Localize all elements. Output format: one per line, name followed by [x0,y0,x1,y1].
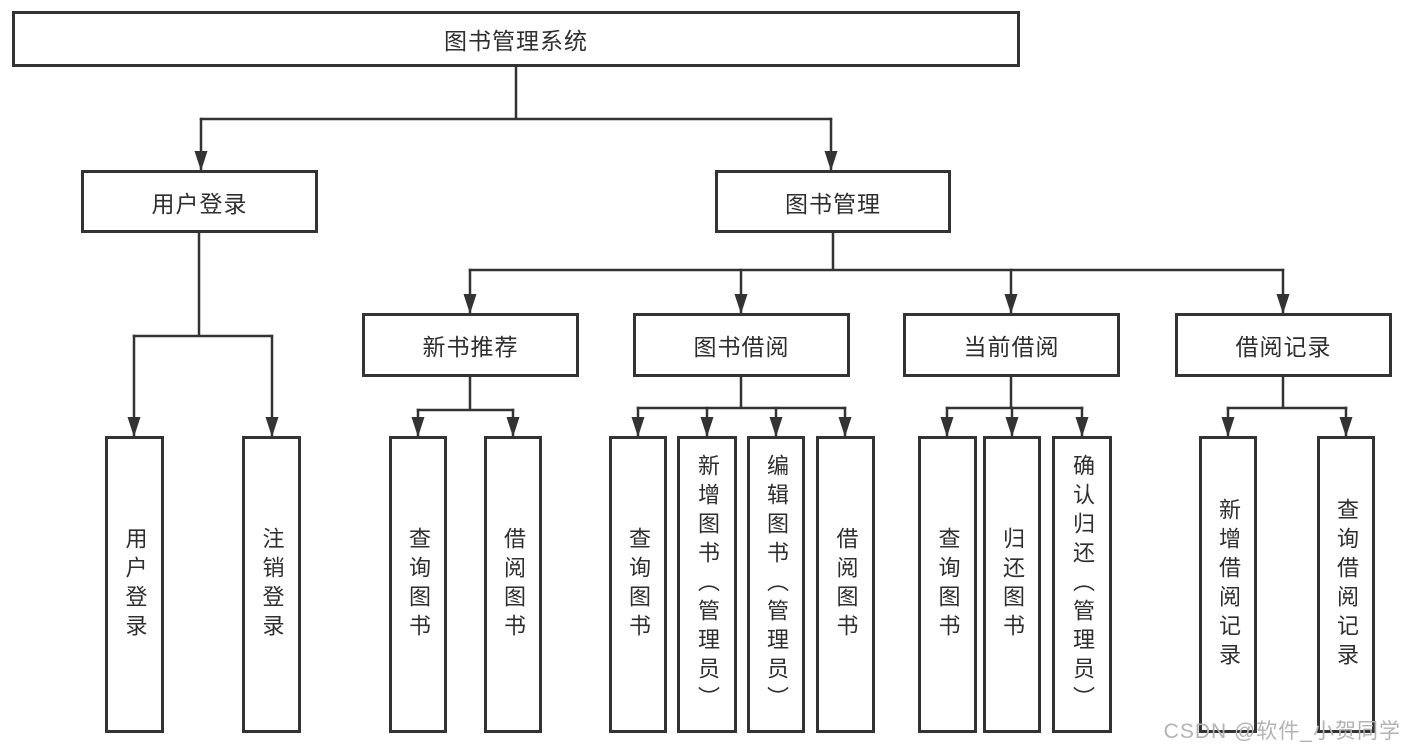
connector-book-manage [468,231,1285,272]
leaf-borrow-book: 借阅图书 [816,436,875,733]
leaf-label: 新增图书（管理员） [695,454,720,715]
node-borrow-record: 借阅记录 [1175,313,1392,377]
connector-root [199,65,833,121]
leaf-query-book-borrow: 查询图书 [609,436,667,733]
leaf-label: 借阅图书 [833,526,859,643]
leaf-add-book-admin: 新增图书（管理员） [677,436,737,733]
leaf-label: 用户登录 [122,526,148,643]
leaf-label: 借阅图书 [501,526,526,643]
leaf-query-borrow-record: 查询借阅记录 [1317,436,1375,733]
leaf-add-borrow-record: 新增借阅记录 [1199,436,1257,733]
node-label: 用户登录 [151,190,248,217]
leaf-label: 查询图书 [935,526,961,643]
node-book-borrow: 图书借阅 [633,313,850,377]
leaf-user-login: 用户登录 [105,436,164,733]
leaf-query-book-recommend: 查询图书 [389,436,447,733]
node-new-book-recommend: 新书推荐 [362,313,579,377]
node-system-root: 图书管理系统 [12,11,1020,67]
leaf-edit-book-admin: 编辑图书（管理员） [747,436,805,733]
leaf-return-book: 归还图书 [983,436,1041,733]
node-book-manage: 图书管理 [715,170,951,233]
node-label: 图书管理 [785,190,881,217]
connector-user-login [132,231,274,338]
connector-new-book [416,375,515,412]
leaf-label: 查询借阅记录 [1334,497,1359,672]
leaf-logout: 注销登录 [242,436,301,733]
connector-current-borrow [945,375,1084,410]
node-current-borrow: 当前借阅 [903,313,1120,377]
leaf-label: 查询图书 [626,526,651,643]
node-label: 图书管理系统 [444,28,588,54]
leaf-label: 新增借阅记录 [1216,497,1241,672]
leaf-label: 归还图书 [1000,526,1025,643]
node-label: 借阅记录 [1235,334,1332,360]
leaf-borrow-book-recommend: 借阅图书 [484,436,542,733]
csdn-watermark: CSDN @软件_小贺同学 [1163,720,1401,743]
node-label: 新书推荐 [422,334,519,360]
connector-book-borrow [636,375,847,410]
leaf-query-book-current: 查询图书 [918,436,977,733]
node-label: 当前借阅 [963,334,1060,360]
leaf-label: 确认归还（管理员） [1070,454,1095,715]
leaf-confirm-return-admin: 确认归还（管理员） [1052,436,1112,733]
leaf-label: 注销登录 [259,526,285,643]
leaf-label: 编辑图书（管理员） [764,454,789,715]
connector-borrow-record [1226,375,1348,410]
node-label: 图书借阅 [693,334,790,360]
leaf-label: 查询图书 [406,526,431,643]
node-user-login: 用户登录 [81,170,318,233]
